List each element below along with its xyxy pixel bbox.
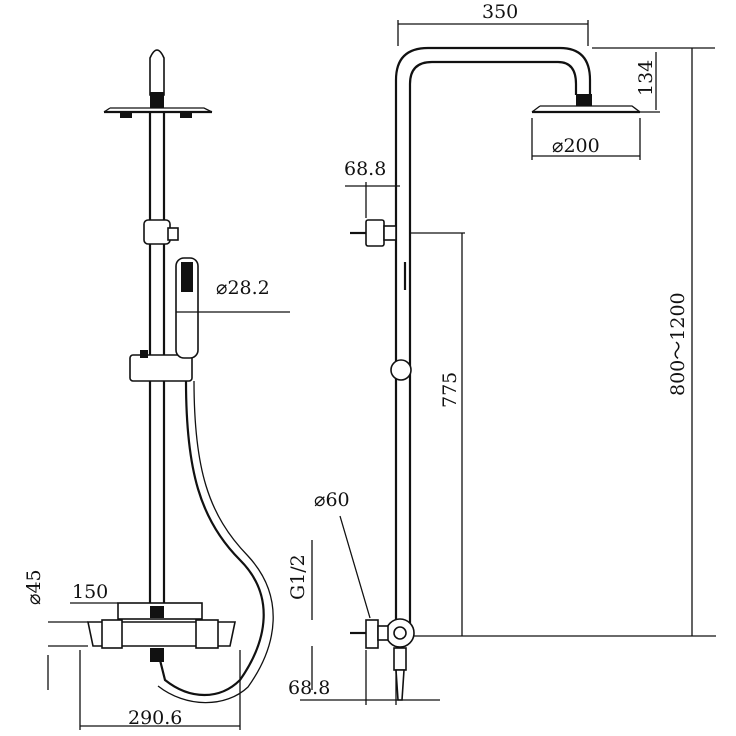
label-height-range: 800～1200 [667, 292, 689, 396]
handset-slider [129, 354, 193, 382]
label-inlet-offset: 68.8 [288, 677, 330, 699]
head-nozzle-right [180, 112, 192, 118]
side-inlet-nut [377, 625, 389, 641]
front-view [87, 49, 274, 704]
rain-head-top [103, 107, 213, 113]
dim-line-head-diameter [531, 118, 641, 160]
label-top-width: 350 [482, 1, 518, 23]
wall-bracket [143, 219, 171, 245]
dim-line-head-drop [592, 47, 715, 113]
side-escutcheon [365, 619, 379, 649]
side-rain-head-top [531, 105, 641, 113]
front-dimension-lines [47, 311, 290, 730]
hand-shower-head [181, 262, 193, 292]
dim-leader-escutcheon [339, 515, 371, 619]
dim-line-inlet-offset [300, 650, 440, 705]
upper-bracket-arm [383, 225, 397, 241]
dim-line-body [47, 621, 88, 690]
side-dimension-lines [300, 20, 716, 705]
shower-hose [158, 380, 265, 697]
label-body-diameter: ⌀45 [23, 569, 45, 605]
mixer-riser-joint [150, 606, 164, 618]
dim-line-total-width [79, 650, 241, 730]
label-escutcheon-diameter: ⌀60 [314, 489, 350, 511]
side-view [350, 46, 641, 701]
label-head-drop: 134 [635, 60, 657, 96]
top-tip [149, 49, 165, 96]
slider-screw [140, 350, 148, 358]
mixer-handle [195, 619, 219, 649]
label-inlet-thread: G1/2 [287, 554, 309, 600]
side-mixer-core [393, 626, 407, 640]
side-head-connector [576, 94, 592, 106]
dim-line-bracket-offset [345, 172, 400, 218]
mixer-knob [101, 619, 123, 649]
label-bracket-offset: 68.8 [344, 158, 386, 180]
shower-arm-inner [408, 60, 578, 640]
label-handset-diameter: ⌀28.2 [216, 277, 270, 299]
shower-hose-outline [157, 380, 274, 704]
dim-line-rail-height [410, 232, 465, 636]
bracket-knob [167, 227, 179, 241]
shower-arm-outer [394, 46, 592, 640]
head-nozzle-left [120, 112, 132, 118]
side-outlet-tip [395, 669, 405, 701]
label-rail-height: 775 [439, 372, 461, 408]
head-connector [150, 92, 164, 108]
label-head-diameter: ⌀200 [552, 135, 600, 157]
dim-line-top-width [397, 20, 589, 46]
label-total-width: 290.6 [128, 707, 182, 729]
label-pipe-spacing: 150 [72, 581, 108, 603]
upper-wall-plate [365, 219, 385, 247]
mixer-outlet [150, 648, 164, 662]
side-outlet [393, 647, 407, 671]
side-slider-knob [390, 359, 412, 381]
